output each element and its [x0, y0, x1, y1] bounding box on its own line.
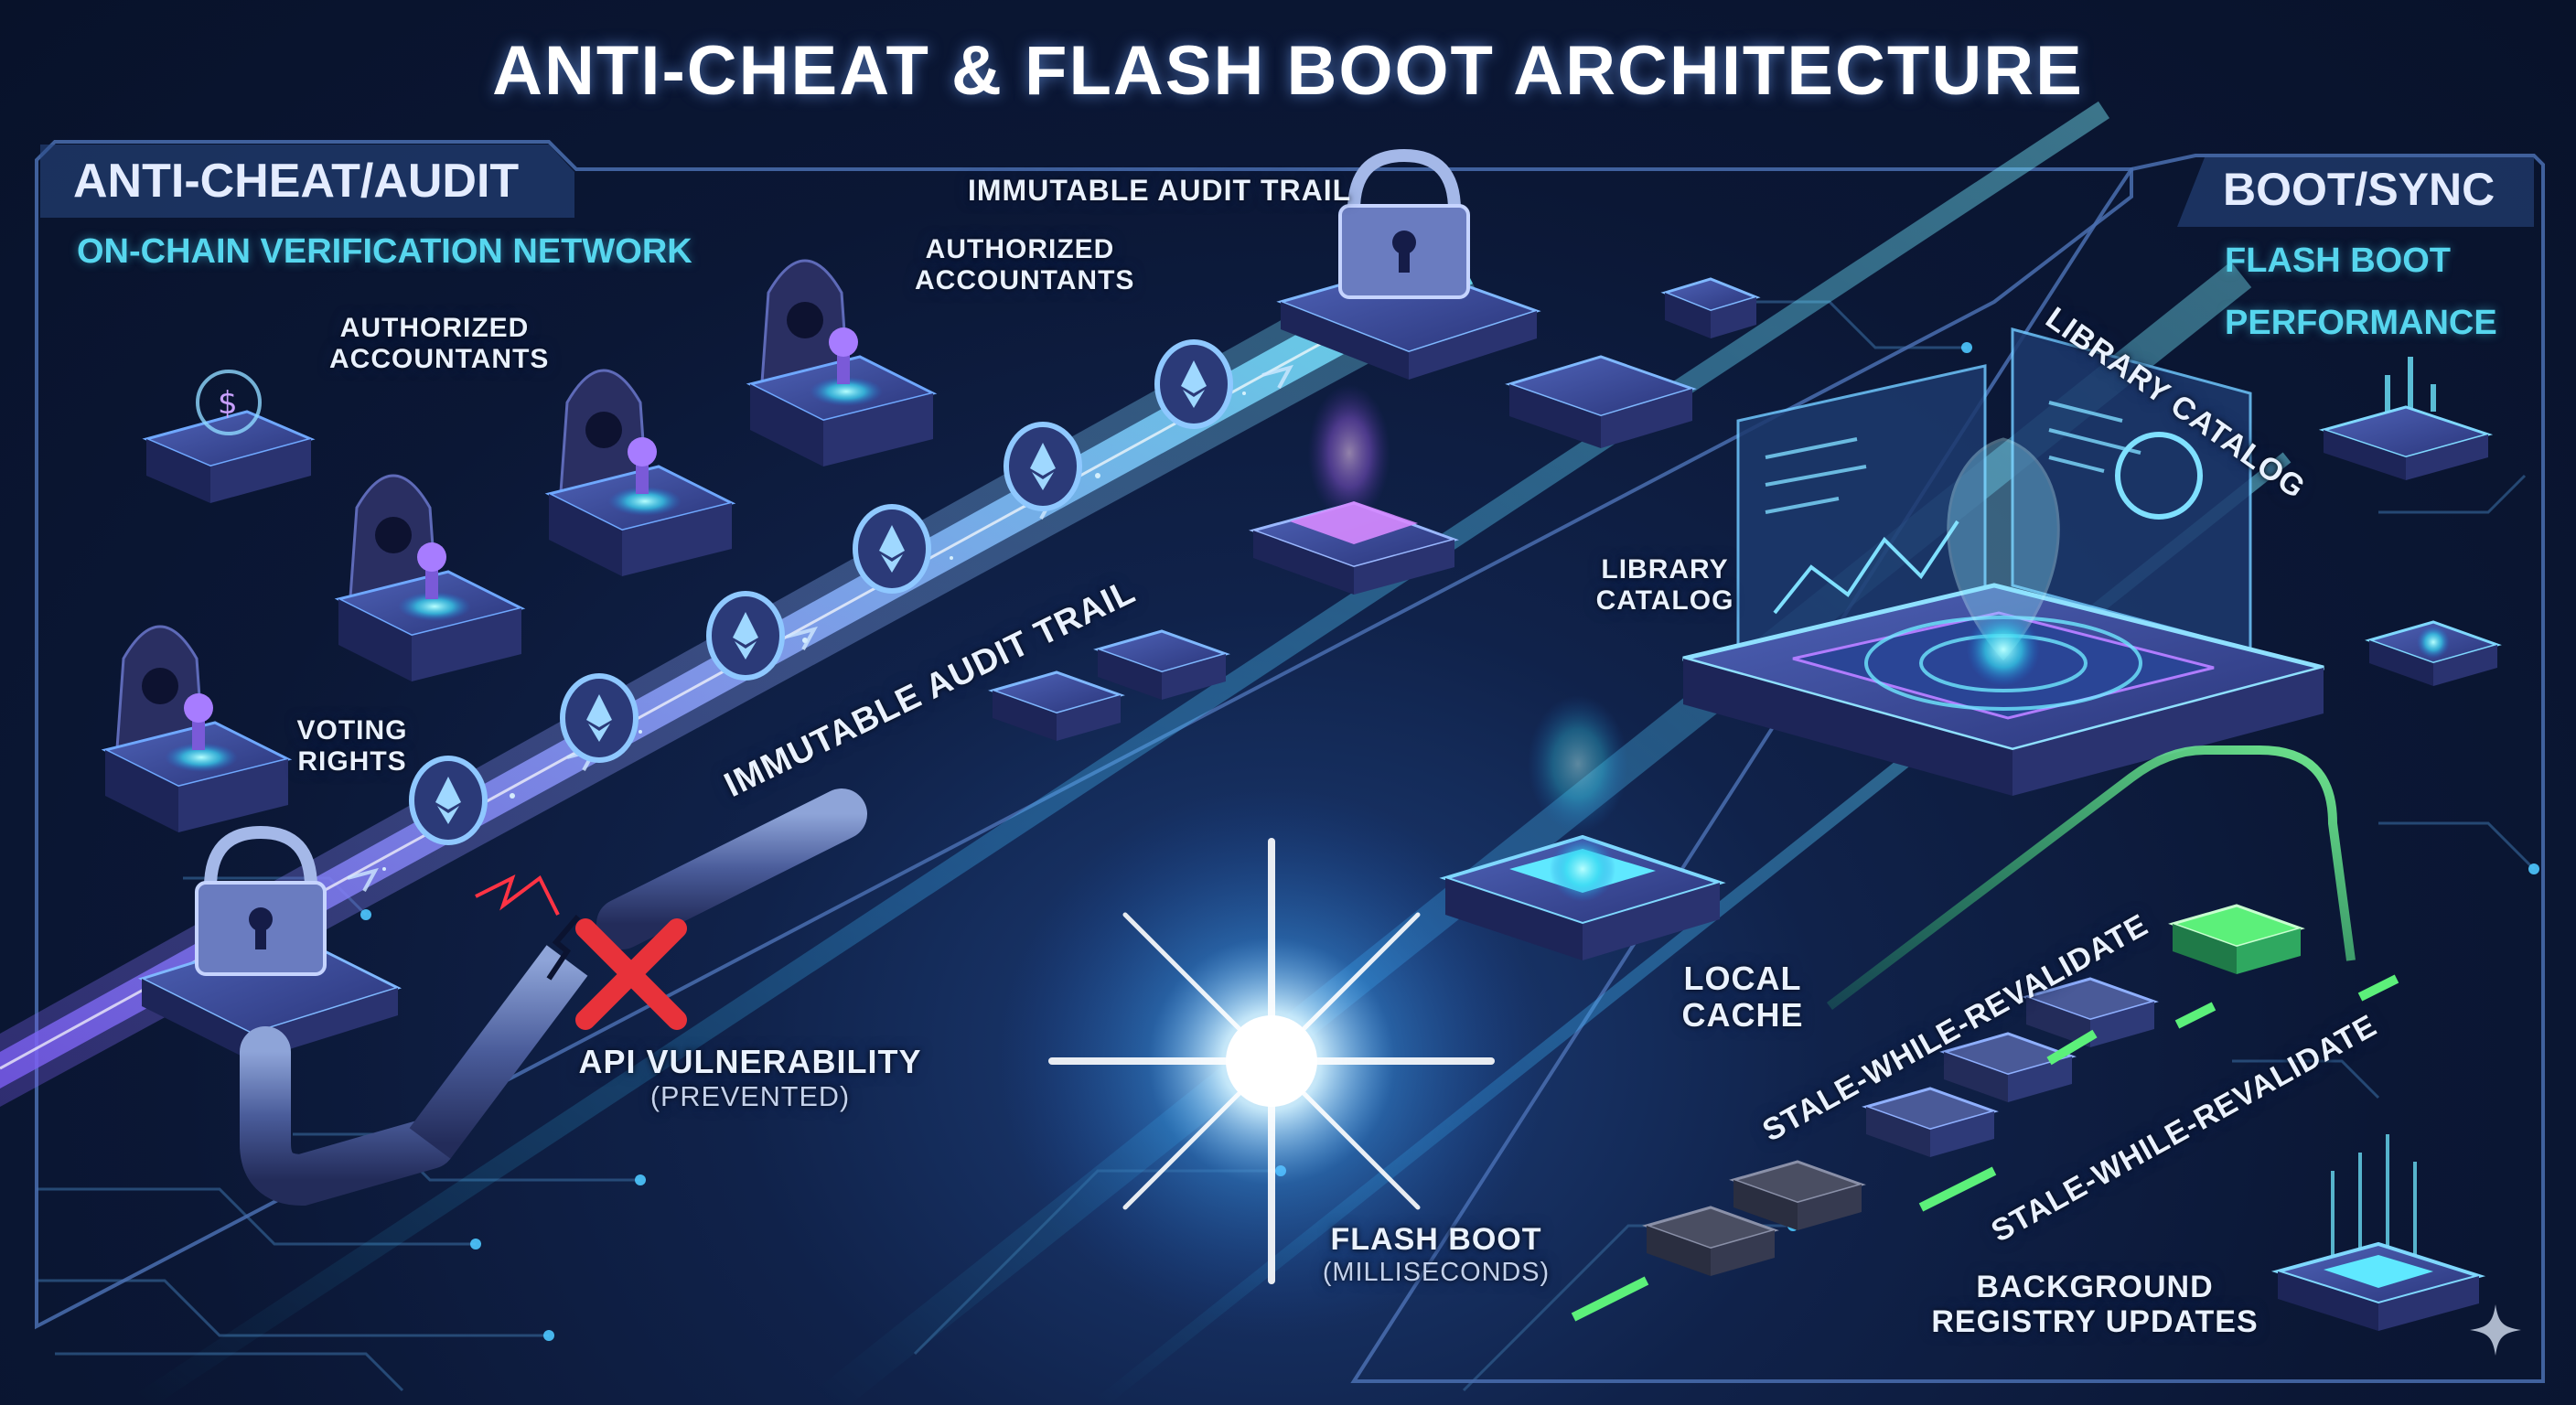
immutable-audit-trail-label-top: IMMUTABLE AUDIT TRAIL — [968, 174, 1352, 207]
coin-icon — [409, 339, 1233, 845]
flash-boot-text: FLASH BOOT — [1330, 1222, 1542, 1257]
api-vulnerability-text: API VULNERABILITY — [578, 1043, 922, 1080]
local-cache-node — [1439, 695, 1726, 960]
verification-node — [1249, 384, 1459, 595]
accountant-stations: $ — [101, 259, 938, 832]
authorized-accountants-label-upper: AUTHORIZED ACCOUNTANTS — [915, 234, 1135, 295]
flash-boot-subheading: FLASH BOOT — [2225, 241, 2451, 280]
anti-cheat-heading: ANTI-CHEAT/AUDIT — [73, 155, 520, 208]
padlock-icon — [1276, 148, 1541, 380]
flash-boot-label: FLASH BOOT (MILLISECONDS) — [1281, 1222, 1592, 1288]
voting-rights-label: VOTING RIGHTS — [296, 715, 408, 777]
library-catalog-label: LIBRARY CATALOG — [1595, 554, 1734, 616]
local-cache-label: LOCAL CACHE — [1681, 960, 1804, 1034]
api-vulnerability-pipe — [240, 788, 867, 1207]
flash-boot-timing: (MILLISECONDS) — [1322, 1258, 1551, 1287]
library-catalog-platform — [1682, 327, 2324, 796]
padlock-icon — [138, 825, 402, 1061]
flash-boot-burst — [997, 787, 1546, 1335]
on-chain-verification-subheading: ON-CHAIN VERIFICATION NETWORK — [77, 232, 692, 271]
api-vulnerability-status: (PREVENTED) — [649, 1081, 851, 1112]
boot-sync-heading: BOOT/SYNC — [2223, 164, 2496, 215]
performance-subheading: PERFORMANCE — [2225, 304, 2497, 342]
background-registry-node — [2270, 1134, 2486, 1331]
revalidate-chips — [1642, 904, 2305, 1276]
performance-nodes — [2318, 357, 2502, 686]
data-cube-icons — [988, 277, 1761, 741]
flash-stream-left — [131, 101, 2110, 1405]
anti-cheat-heading-tab — [40, 145, 574, 218]
x-mark-icon — [575, 918, 687, 1030]
svg-text:$: $ — [218, 385, 238, 422]
authorized-accountants-label-lower: AUTHORIZED ACCOUNTANTS — [329, 313, 550, 374]
anti-cheat-panel-outline — [35, 140, 2133, 1330]
boot-sync-heading-tab — [2177, 157, 2534, 227]
revalidate-path — [1571, 745, 2399, 1322]
api-vulnerability-label: API VULNERABILITY (PREVENTED) — [576, 1043, 924, 1113]
page-title: ANTI-CHEAT & FLASH BOOT ARCHITECTURE — [492, 32, 2084, 110]
background-registry-updates-label: BACKGROUND REGISTRY UPDATES — [1931, 1270, 2259, 1339]
sparkle-icon — [2470, 1304, 2521, 1356]
